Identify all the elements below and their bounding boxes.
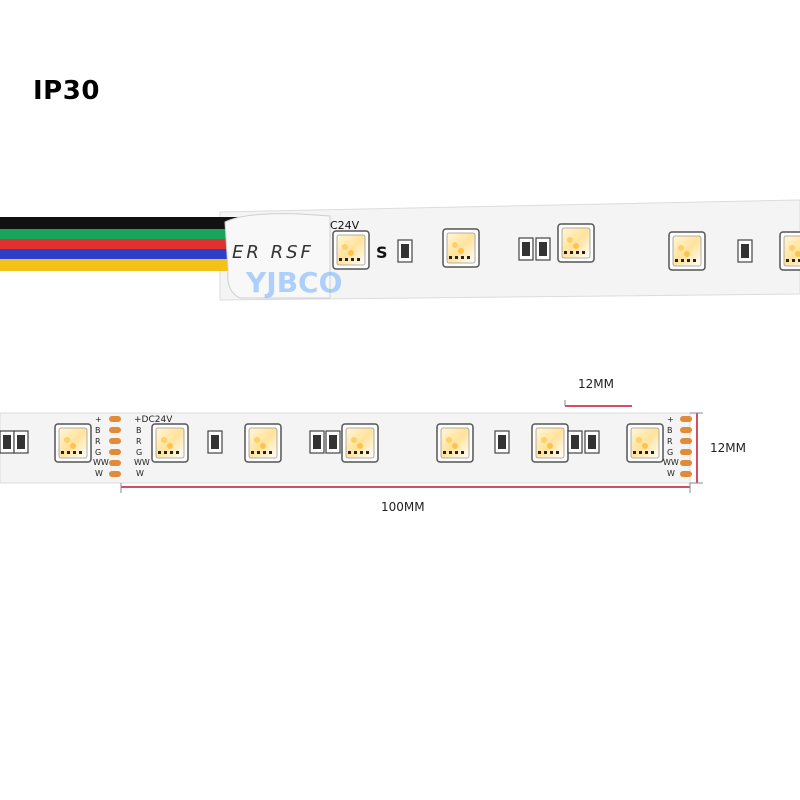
title: IP30: [33, 76, 100, 106]
spacing-dimension-label: 12MM: [578, 377, 614, 391]
dimension-lines: [120, 400, 703, 493]
resistor: [737, 239, 753, 263]
led-chip: [341, 423, 379, 463]
resistor: [325, 430, 341, 454]
led-chip: [557, 223, 595, 263]
resistor: [13, 430, 29, 454]
svg-text:G: G: [667, 448, 673, 457]
svg-text:R: R: [136, 437, 142, 446]
cut-mark: S: [376, 243, 388, 262]
resistor: [535, 237, 551, 261]
length-dimension-label: 100MM: [381, 500, 425, 514]
svg-text:B: B: [95, 426, 101, 435]
svg-text:W: W: [95, 469, 103, 478]
cable-bundle: [0, 217, 250, 271]
resistor: [309, 430, 325, 454]
top-led-strip: ER RSF YJBCO C24V S: [0, 199, 800, 301]
led-chip: [436, 423, 474, 463]
watermark: YJBCO: [245, 266, 342, 299]
led-chip: [442, 228, 480, 268]
svg-text:G: G: [136, 448, 142, 457]
svg-text:+: +: [95, 415, 102, 424]
svg-text:W: W: [136, 469, 144, 478]
svg-text:B: B: [667, 426, 673, 435]
svg-text:+: +: [667, 415, 674, 424]
bottom-voltage-label: +DC24V: [134, 415, 173, 425]
width-dimension-label: 12MM: [710, 441, 746, 455]
resistor: [567, 430, 583, 454]
svg-text:WW: WW: [663, 458, 679, 467]
svg-text:R: R: [95, 437, 101, 446]
top-voltage-label: C24V: [330, 219, 360, 232]
svg-text:B: B: [136, 426, 142, 435]
led-chip: [332, 230, 370, 270]
led-chip: [626, 423, 664, 463]
svg-text:R: R: [667, 437, 673, 446]
led-chip: [668, 231, 706, 271]
led-chip: [54, 423, 92, 463]
resistor: [397, 239, 413, 263]
led-chip: [531, 423, 569, 463]
right-side-pad-labels: B R G WW W: [134, 426, 150, 478]
led-chip: [151, 423, 189, 463]
svg-text:WW: WW: [93, 458, 109, 467]
left-pad-labels: + B R G WW W: [93, 415, 109, 478]
svg-text:WW: WW: [134, 458, 150, 467]
svg-text:W: W: [667, 469, 675, 478]
resistor: [584, 430, 600, 454]
bottom-led-strip: + B R G WW W B R G WW W +DC24V: [0, 412, 692, 484]
end-pad-labels: + B R G WW W: [663, 415, 679, 478]
resistor: [207, 430, 223, 454]
top-print-text: ER RSF: [232, 242, 314, 263]
resistor: [0, 430, 15, 454]
led-chip: [779, 231, 800, 271]
resistor: [494, 430, 510, 454]
resistor: [518, 237, 534, 261]
svg-text:G: G: [95, 448, 101, 457]
led-chip: [244, 423, 282, 463]
